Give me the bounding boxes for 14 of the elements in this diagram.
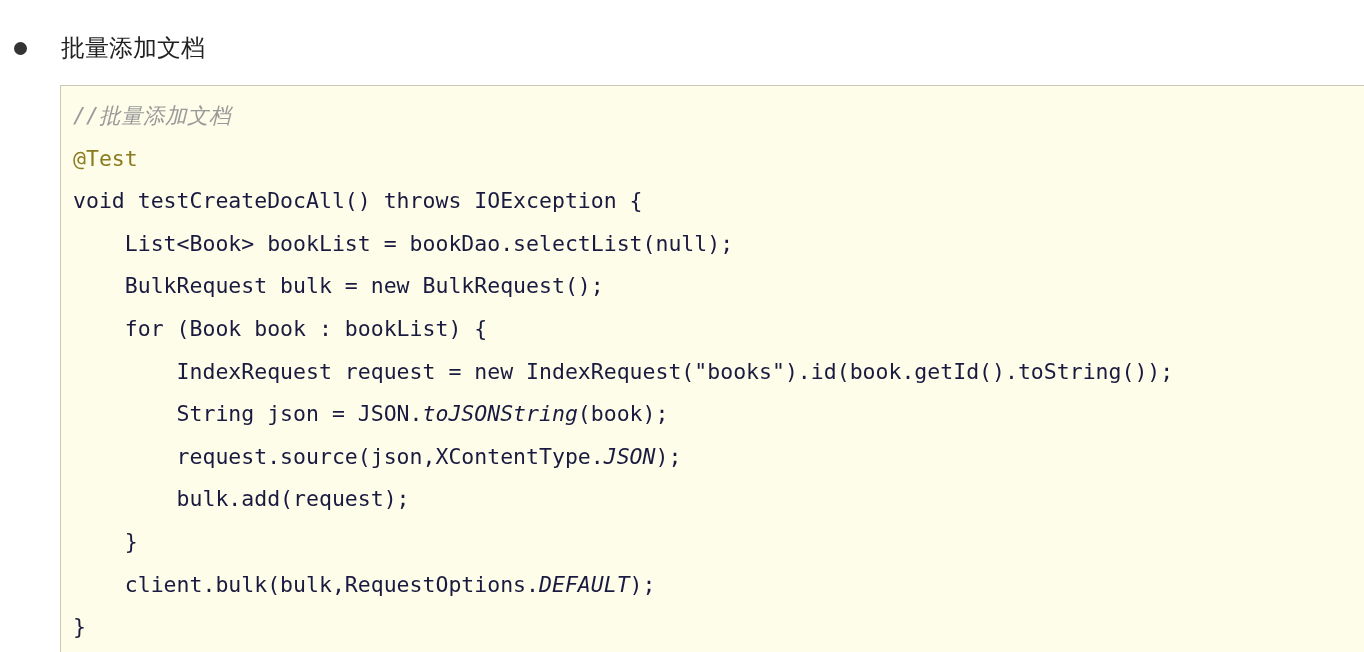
code-line: @Test xyxy=(73,144,138,173)
code-line: } xyxy=(123,528,138,556)
code-line: //批量添加文档 xyxy=(73,102,231,130)
code-line: bulk.add(request); xyxy=(175,485,410,514)
code-line: for (Book book : bookList) { xyxy=(123,315,488,343)
code-line: String json = JSON.toJSONString(book); xyxy=(175,400,669,429)
code-line: IndexRequest request = new IndexRequest("books").id(book.getId().toString()); xyxy=(175,357,1174,386)
code-line: } xyxy=(73,613,86,642)
code-line: BulkRequest bulk = new BulkRequest(); xyxy=(123,272,604,301)
code-line: void testCreateDocAll() throws IOException { xyxy=(73,187,643,216)
code-line: List<Book> bookList = bookDao.selectList(null); xyxy=(123,229,734,258)
code-line: request.source(json,XContentType.JSON); xyxy=(175,442,682,471)
section-heading: 批量添加文档 xyxy=(61,33,205,64)
code-line: client.bulk(bulk,RequestOptions.DEFAULT); xyxy=(123,570,656,599)
